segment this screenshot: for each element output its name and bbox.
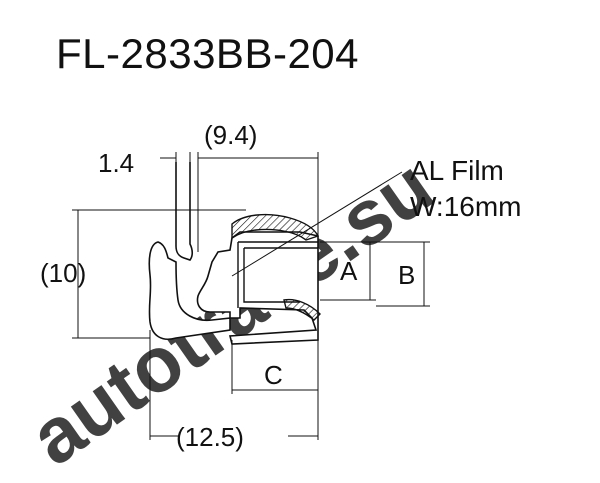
upper-film-lip: [231, 213, 319, 241]
al-film-channel: [237, 241, 318, 308]
seal-body-outline: [175, 162, 194, 261]
al-film-leader: [231, 171, 403, 277]
annotation-line-2: W:16mm: [410, 191, 522, 222]
part-number-title: FL-2833BB-204: [56, 30, 360, 77]
dim-c-label: C: [264, 360, 283, 390]
dim-width-bottom-label: (12.5): [176, 422, 244, 452]
dim-b-label: B: [398, 260, 415, 290]
dim-width-top-label: (9.4): [204, 120, 257, 150]
annotation-line-1: AL Film: [410, 155, 504, 186]
dim-height-left-label: (10): [40, 258, 86, 288]
dim-a-label: A: [340, 256, 358, 286]
seal-main-profile: [148, 231, 319, 345]
dim-gap-top-label: 1.4: [98, 148, 134, 178]
lower-film-lip: [283, 298, 321, 321]
